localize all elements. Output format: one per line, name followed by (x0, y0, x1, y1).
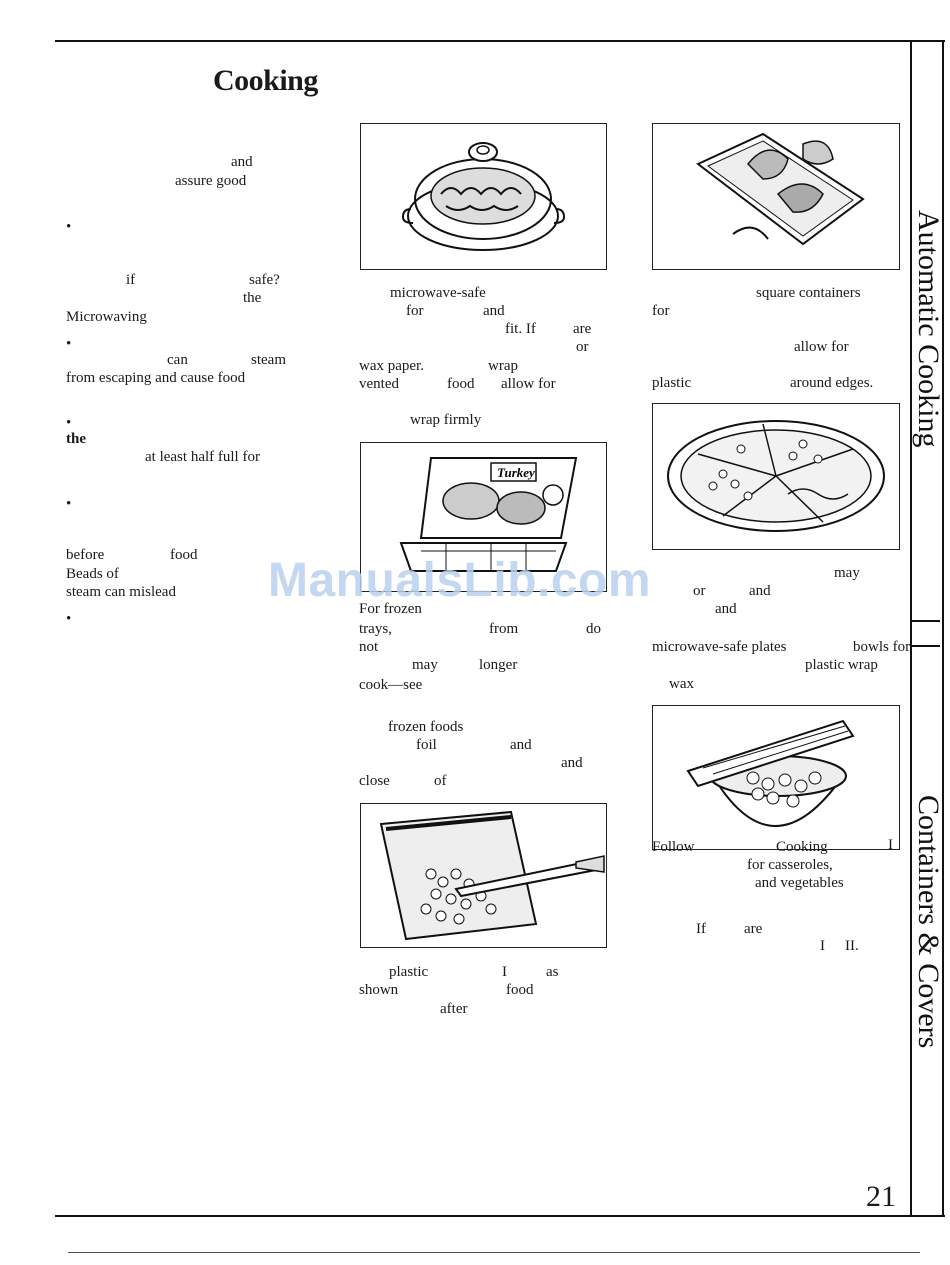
mid-text: for (406, 303, 424, 319)
mid-text: wrap firmly (410, 412, 482, 428)
left-text: Beads of (66, 566, 119, 582)
mid-text: and (483, 303, 505, 319)
right-text: and (715, 601, 737, 617)
left-bullet: • (66, 496, 72, 512)
left-text: food (170, 547, 198, 563)
mid-text: trays, (359, 621, 392, 637)
mid-text: close (359, 773, 390, 789)
mid-text: microwave-safe (390, 285, 486, 301)
tab-border-right (942, 40, 944, 1215)
mid-text: food (447, 376, 475, 392)
figure-plate (652, 403, 900, 550)
mid-text: may (412, 657, 438, 673)
tab-automatic-cooking[interactable]: Automatic Cooking (912, 210, 945, 448)
right-text: around edges. (790, 375, 874, 391)
mid-text: food (506, 982, 534, 998)
page-title: Cooking (213, 64, 318, 97)
mid-text: and (510, 737, 532, 753)
tab-divider-2 (910, 645, 940, 647)
figure-casserole (360, 123, 607, 270)
figure-pouch (360, 803, 607, 948)
right-text: plastic wrap (805, 657, 878, 673)
page-number: 21 (866, 1180, 896, 1213)
left-text: before (66, 547, 105, 563)
footer-rule (68, 1252, 920, 1253)
figure-turkey-dinner: Turkey (360, 442, 607, 592)
mid-text: and (561, 755, 583, 771)
watermark: ManualsLib.com (268, 554, 652, 607)
right-text: square containers (756, 285, 861, 301)
mid-text: wrap (488, 358, 518, 374)
mid-text: from (489, 621, 519, 637)
right-text: for casseroles, (747, 857, 833, 873)
right-text: Cooking (776, 839, 828, 855)
figure-square-dish (652, 123, 900, 270)
left-text: steam (251, 352, 286, 368)
right-text: and (749, 583, 771, 599)
mid-text: longer (479, 657, 518, 673)
mid-text: plastic (389, 964, 429, 980)
right-text: may (834, 565, 860, 581)
covered-casserole-dish-icon (401, 142, 566, 251)
right-text: II. (845, 938, 859, 954)
tab-containers-covers[interactable]: Containers & Covers (912, 795, 945, 1049)
left-bullet: • (66, 219, 72, 235)
bottom-rule (55, 1215, 945, 1217)
bowl-with-wax-paper-icon (686, 719, 855, 827)
top-rule (55, 40, 945, 42)
left-text: safe? (249, 272, 280, 288)
right-text: wax (669, 676, 694, 692)
left-text: at least half full for (145, 449, 260, 465)
left-text: and (231, 154, 253, 170)
right-text: or (693, 583, 706, 599)
left-bullet: • (66, 415, 72, 431)
mid-text: fit. If (505, 321, 536, 337)
mid-text: cook—see (359, 677, 423, 693)
plate-covered-with-plastic-icon (667, 420, 885, 532)
frozen-turkey-dinner-tray-icon: Turkey (399, 457, 578, 572)
right-text: bowls for (853, 639, 911, 655)
left-text: the (66, 431, 86, 447)
mid-text: do (586, 621, 601, 637)
right-text: plastic (652, 375, 692, 391)
square-dish-with-chicken-icon (696, 132, 865, 246)
right-text: for (652, 303, 670, 319)
mid-text: foil (416, 737, 437, 753)
right-text: If (696, 921, 706, 937)
left-bullet: • (66, 336, 72, 352)
right-text: I (820, 938, 825, 954)
figure-bowl-wax-paper (652, 705, 900, 850)
right-text: and vegetables (755, 875, 844, 891)
mid-text: or (576, 339, 589, 355)
pouch-slit-knife-icon (379, 810, 605, 941)
mid-text: I (502, 964, 507, 980)
mid-text: frozen foods (388, 719, 464, 735)
mid-text: are (573, 321, 592, 337)
mid-text: not (359, 639, 379, 655)
mid-text: of (434, 773, 447, 789)
mid-text: wax paper. (359, 358, 424, 374)
right-text: microwave-safe plates (652, 639, 787, 655)
left-text: can (167, 352, 188, 368)
left-text: steam can mislead (66, 584, 176, 600)
left-bullet: • (66, 611, 72, 627)
mid-text: after (440, 1001, 468, 1017)
tab-divider (910, 620, 940, 622)
mid-text: allow for (501, 376, 556, 392)
left-text: Microwaving (66, 309, 147, 325)
left-text: if (126, 272, 136, 288)
mid-text: as (546, 964, 559, 980)
right-text: Follow (652, 839, 695, 855)
svg-text:Turkey: Turkey (497, 465, 535, 480)
right-text: allow for (794, 339, 849, 355)
left-text: the (243, 290, 262, 306)
mid-text: For frozen (359, 601, 422, 617)
left-text: assure good (175, 173, 247, 189)
right-text: I (888, 837, 893, 853)
mid-text: vented (359, 376, 399, 392)
left-text: from escaping and cause food (66, 370, 246, 386)
mid-text: shown (359, 982, 399, 998)
tab-border-left (910, 40, 912, 1215)
right-text: are (744, 921, 763, 937)
